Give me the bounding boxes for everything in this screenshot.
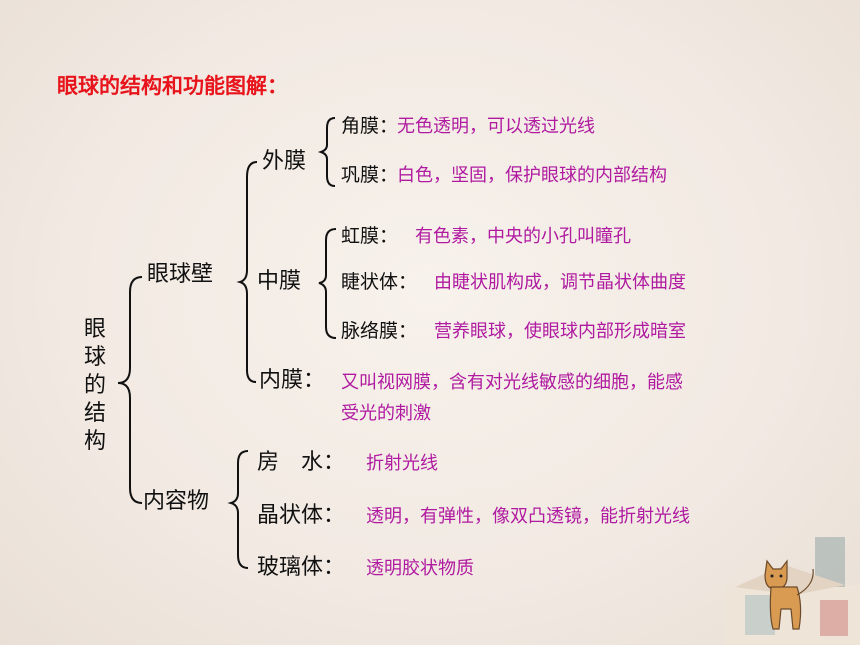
root-label: 眼球的结构 xyxy=(83,317,106,454)
iris-name: 虹膜： xyxy=(341,225,399,247)
iris-desc: 有色素，中央的小孔叫瞳孔 xyxy=(415,226,631,247)
aqueous-desc: 折射光线 xyxy=(366,453,438,474)
ciliary-body-desc: 由睫状肌构成，调节晶状体曲度 xyxy=(434,272,686,293)
vitreous-desc: 透明胶状物质 xyxy=(366,558,474,579)
contents-brace xyxy=(227,450,249,569)
page-title: 眼球的结构和功能图解： xyxy=(57,74,288,98)
retina-desc-line2: 受光的刺激 xyxy=(341,403,431,424)
cat-icon xyxy=(764,559,814,630)
lens-desc: 透明，有弹性，像双凸透镜，能折射光线 xyxy=(366,506,690,527)
inner-membrane-label: 内膜： xyxy=(259,368,326,393)
cornea-name: 角膜： xyxy=(341,115,399,137)
wall-label: 眼球壁 xyxy=(147,262,214,287)
middle-membrane-label: 中膜 xyxy=(257,269,302,294)
contents-label: 内容物 xyxy=(143,489,210,514)
root-brace xyxy=(117,276,143,504)
cornea-desc: 无色透明，可以透过光线 xyxy=(397,116,595,137)
sclera-name: 巩膜： xyxy=(341,164,399,186)
aqueous-name: 房 水： xyxy=(257,450,346,475)
wall-brace xyxy=(236,161,258,383)
middle-brace xyxy=(318,228,337,339)
outer-brace xyxy=(317,117,336,187)
cat-illustration xyxy=(725,537,860,645)
sclera-desc: 白色，坚固，保护眼球的内部结构 xyxy=(397,165,667,186)
outer-membrane-label: 外膜 xyxy=(262,149,307,174)
choroid-name: 脉络膜： xyxy=(341,320,418,342)
choroid-desc: 营养眼球，使眼球内部形成暗室 xyxy=(434,321,686,342)
vitreous-name: 玻璃体： xyxy=(257,555,346,580)
retina-desc-line1: 又叫视网膜，含有对光线敏感的细胞，能感 xyxy=(341,372,683,393)
ciliary-body-name: 睫状体： xyxy=(341,271,418,293)
lens-name: 晶状体： xyxy=(257,503,346,528)
